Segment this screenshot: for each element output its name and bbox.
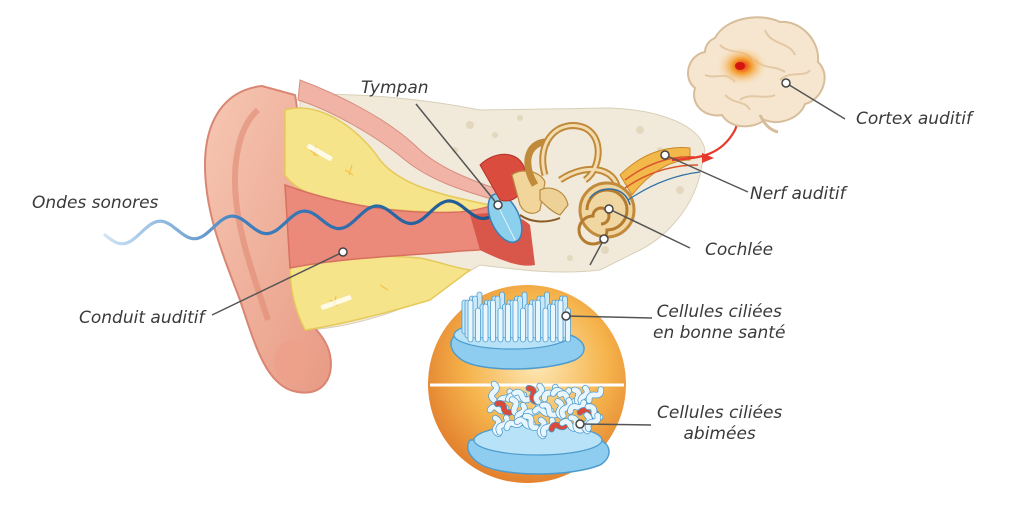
hair-cells-sphere bbox=[428, 285, 626, 483]
damaged-cilium bbox=[489, 381, 499, 403]
healthy-cilia bbox=[461, 291, 571, 343]
damaged-cilium bbox=[559, 397, 573, 419]
tympan-label: Tympan bbox=[361, 78, 429, 98]
cortex-auditif-label: Cortex auditif bbox=[856, 109, 972, 129]
damaged-cilia bbox=[486, 380, 605, 440]
sound-wave bbox=[103, 199, 501, 246]
cartilage bbox=[284, 107, 492, 331]
brain-icon bbox=[686, 16, 826, 134]
damaged-cilium bbox=[522, 413, 540, 431]
damaged-cilium bbox=[509, 397, 521, 417]
damaged-cilium bbox=[496, 415, 510, 435]
healthy-hair-cells bbox=[450, 291, 585, 370]
leader-lines bbox=[211, 82, 846, 426]
damaged-hair-cells bbox=[467, 380, 610, 475]
conduit-auditif-label: Conduit auditif bbox=[79, 308, 205, 328]
healthy-cilium bbox=[557, 299, 564, 343]
healthy-cilium bbox=[475, 307, 481, 343]
damaged-cilium bbox=[540, 402, 558, 418]
healthy-cilium bbox=[550, 303, 556, 343]
cellules-abimees-line1: Cellules ciliées bbox=[657, 403, 783, 423]
damaged-cilium bbox=[549, 420, 569, 432]
cellules-abimees-label: Cellules ciliées abimées bbox=[657, 403, 782, 445]
damaged-cilium bbox=[585, 412, 601, 432]
cellules-saines-line1: Cellules ciliées bbox=[656, 302, 782, 322]
ondes-sonores-label: Ondes sonores bbox=[32, 193, 159, 213]
signal-arrowhead bbox=[702, 153, 714, 163]
cochlee-label: Cochlée bbox=[705, 240, 774, 260]
healthy-cilium bbox=[467, 299, 474, 343]
cellules-abimees-line2: abimées bbox=[683, 424, 756, 444]
damaged-cilium bbox=[494, 400, 514, 416]
healthy-cilium bbox=[520, 307, 526, 343]
leader-dots bbox=[338, 78, 791, 429]
nerf-auditif-label: Nerf auditif bbox=[750, 184, 846, 204]
damaged-cilium bbox=[586, 387, 604, 403]
cellules-saines-label: Cellules ciliées en bonne santé bbox=[653, 302, 785, 344]
cellules-saines-line2: en bonne santé bbox=[653, 323, 786, 343]
healthy-cilium bbox=[505, 303, 511, 343]
healthy-cilium bbox=[497, 307, 504, 343]
healthy-cilium bbox=[535, 299, 541, 343]
healthy-cilium bbox=[512, 299, 519, 343]
healthy-cilium bbox=[490, 299, 496, 343]
healthy-cilium bbox=[482, 303, 489, 343]
healthy-cilium bbox=[527, 303, 534, 343]
damaged-cilium bbox=[533, 383, 545, 405]
healthy-cilium bbox=[542, 307, 549, 343]
damaged-cilium bbox=[567, 400, 587, 414]
damaged-cilium bbox=[512, 389, 532, 403]
